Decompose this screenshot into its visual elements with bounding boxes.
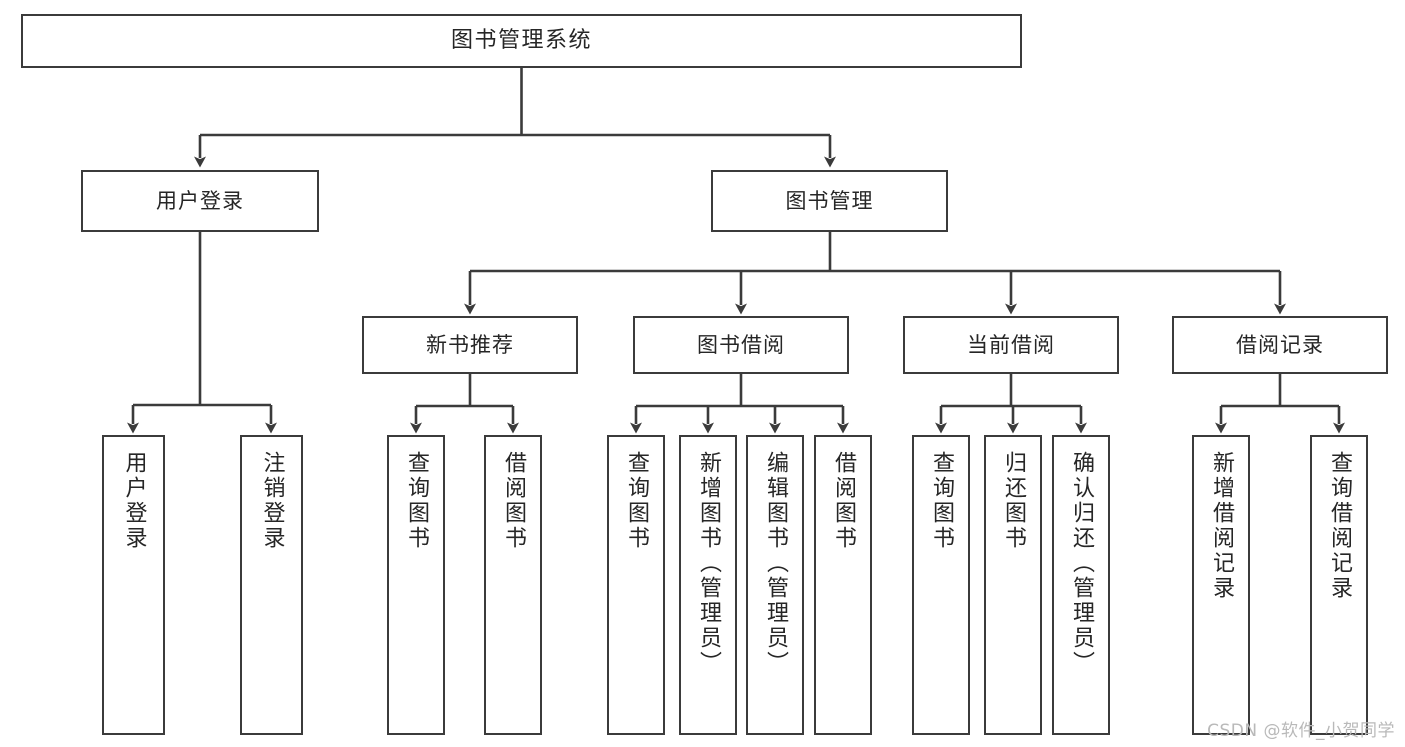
node-leaf-add-book-label: 新增图书（管理员） (696, 451, 721, 676)
watermark: CSDN @软件_小贺同学 (1207, 721, 1395, 741)
node-leaf-query-book-2[interactable]: 查询图书 (607, 435, 665, 735)
node-leaf-query-book-3-label: 查询图书 (929, 451, 954, 551)
node-current-borrow[interactable]: 当前借阅 (903, 316, 1119, 374)
node-leaf-add-record-label: 新增借阅记录 (1209, 451, 1234, 601)
node-user-login[interactable]: 用户登录 (81, 170, 319, 232)
node-leaf-confirm-return[interactable]: 确认归还（管理员） (1052, 435, 1110, 735)
node-leaf-query-book-3[interactable]: 查询图书 (912, 435, 970, 735)
node-book-manage[interactable]: 图书管理 (711, 170, 948, 232)
node-book-borrow[interactable]: 图书借阅 (633, 316, 849, 374)
node-book-borrow-label: 图书借阅 (697, 332, 785, 357)
node-borrow-record-label: 借阅记录 (1236, 332, 1324, 357)
node-leaf-borrow-book-1-label: 借阅图书 (501, 451, 526, 551)
node-leaf-return-book[interactable]: 归还图书 (984, 435, 1042, 735)
node-leaf-user-login[interactable]: 用户登录 (102, 435, 165, 735)
node-current-borrow-label: 当前借阅 (967, 332, 1055, 357)
node-leaf-confirm-return-label: 确认归还（管理员） (1069, 451, 1094, 676)
node-leaf-borrow-book-1[interactable]: 借阅图书 (484, 435, 542, 735)
node-leaf-query-book-2-label: 查询图书 (624, 451, 649, 551)
node-leaf-user-login-label: 用户登录 (121, 451, 147, 551)
node-leaf-logout-label: 注销登录 (259, 451, 285, 551)
node-leaf-query-book-1[interactable]: 查询图书 (387, 435, 445, 735)
node-leaf-logout[interactable]: 注销登录 (240, 435, 303, 735)
node-new-book-recommend-label: 新书推荐 (426, 332, 514, 357)
node-leaf-query-record[interactable]: 查询借阅记录 (1310, 435, 1368, 735)
node-user-login-label: 用户登录 (156, 188, 244, 213)
node-leaf-query-record-label: 查询借阅记录 (1327, 451, 1352, 601)
node-root-label: 图书管理系统 (450, 28, 592, 54)
node-root[interactable]: 图书管理系统 (21, 14, 1022, 68)
node-leaf-add-book[interactable]: 新增图书（管理员） (679, 435, 737, 735)
node-leaf-borrow-book-2-label: 借阅图书 (831, 451, 856, 551)
node-leaf-borrow-book-2[interactable]: 借阅图书 (814, 435, 872, 735)
node-leaf-add-record[interactable]: 新增借阅记录 (1192, 435, 1250, 735)
node-leaf-query-book-1-label: 查询图书 (404, 451, 429, 551)
node-book-manage-label: 图书管理 (785, 188, 874, 213)
node-leaf-edit-book[interactable]: 编辑图书（管理员） (746, 435, 804, 735)
node-leaf-return-book-label: 归还图书 (1001, 451, 1026, 551)
node-new-book-recommend[interactable]: 新书推荐 (362, 316, 578, 374)
node-borrow-record[interactable]: 借阅记录 (1172, 316, 1388, 374)
node-leaf-edit-book-label: 编辑图书（管理员） (763, 451, 788, 676)
